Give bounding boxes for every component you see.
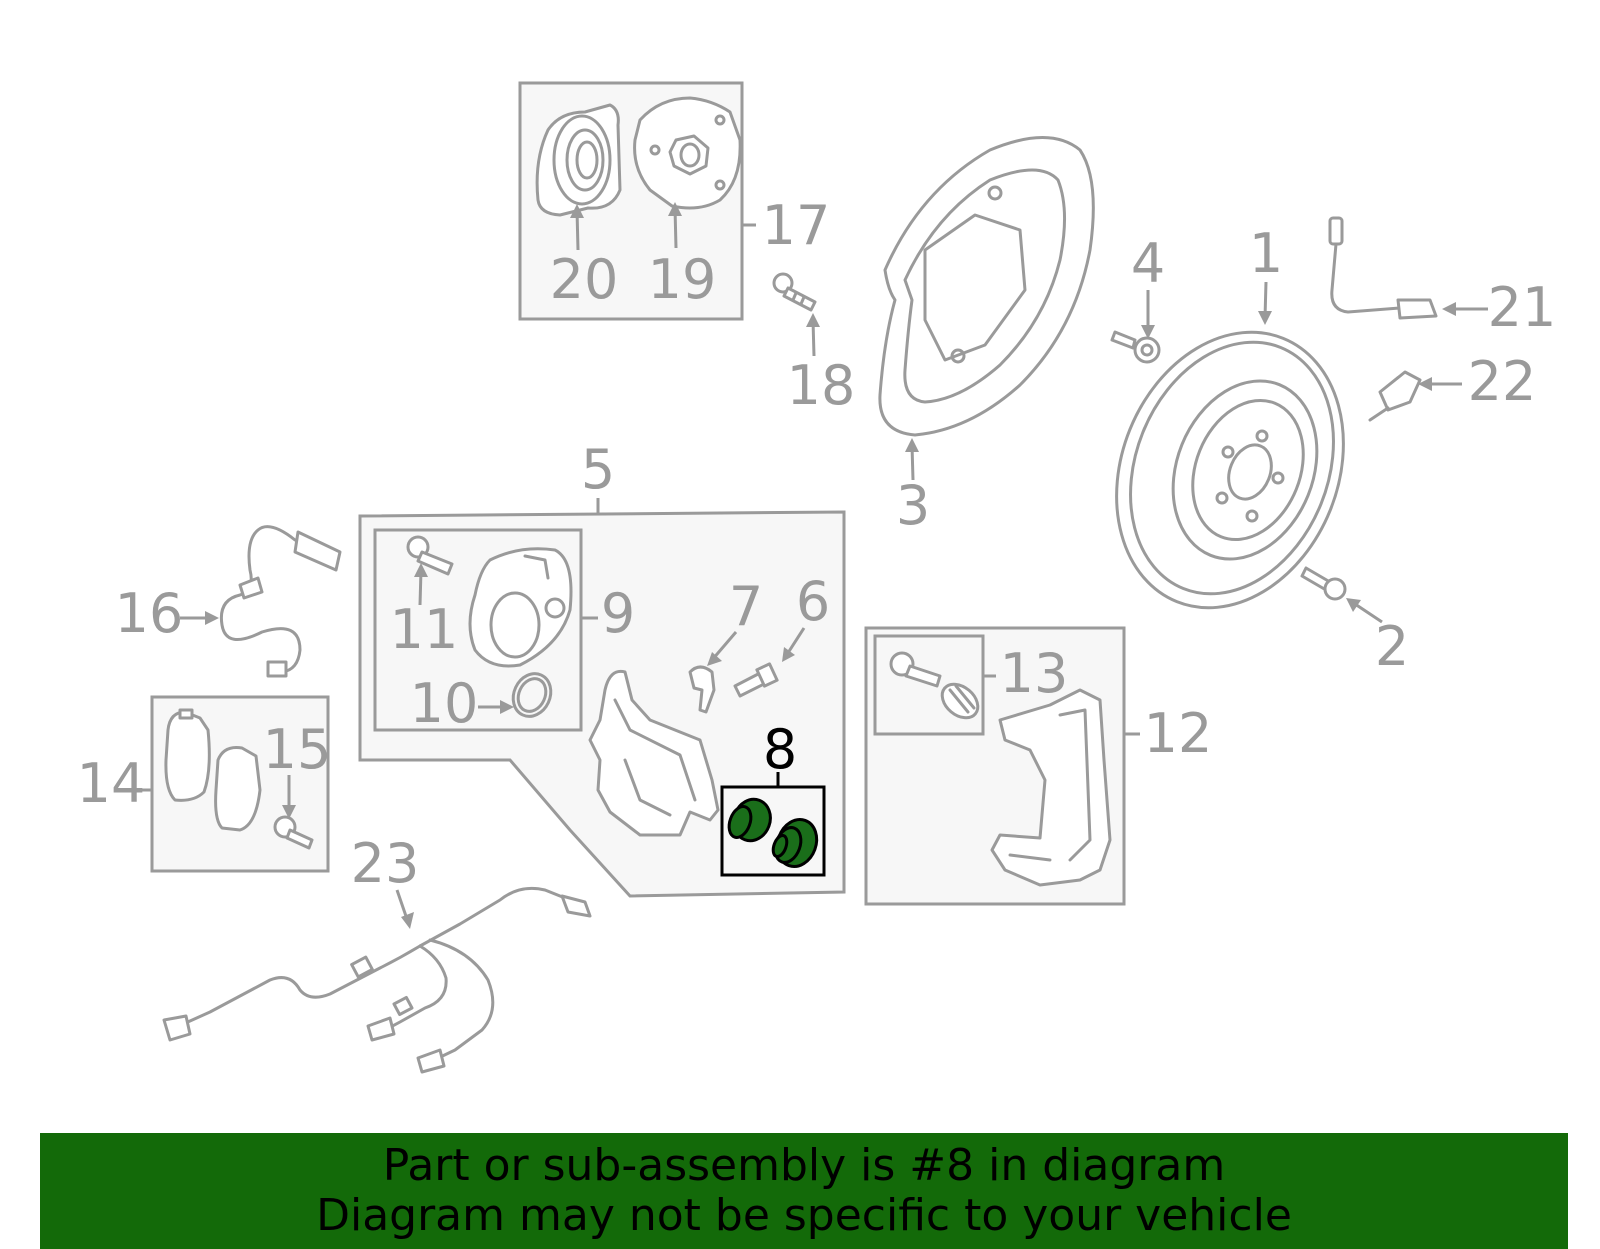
callout-23: 23 bbox=[351, 832, 420, 895]
part-7-clip[interactable] bbox=[688, 665, 716, 714]
callout-9: 9 bbox=[601, 582, 635, 645]
caliper-body[interactable] bbox=[588, 669, 720, 837]
part-16-abs-wire[interactable] bbox=[219, 525, 342, 678]
part-22-sensor-clip[interactable] bbox=[1368, 370, 1422, 422]
callout-18: 18 bbox=[787, 354, 856, 417]
part-15-pad-bolt[interactable] bbox=[273, 815, 314, 850]
part-11-bolt[interactable] bbox=[406, 535, 454, 576]
box-9 bbox=[373, 528, 583, 732]
callout-22: 22 bbox=[1468, 350, 1537, 413]
callout-5: 5 bbox=[581, 438, 615, 501]
part-14-pad-outer[interactable] bbox=[164, 708, 211, 802]
part-9-caliper-housing[interactable] bbox=[468, 547, 573, 668]
part-13-guide-pin[interactable] bbox=[889, 651, 942, 688]
callout-15: 15 bbox=[263, 718, 332, 781]
group-14-brake-pads bbox=[140, 695, 330, 873]
part-18-bolt[interactable] bbox=[772, 272, 817, 312]
callout-labels: 1 2 3 4 5 6 7 8 9 10 11 12 13 14 15 16 1… bbox=[77, 194, 1557, 895]
callout-12: 12 bbox=[1144, 702, 1213, 765]
callout-20: 20 bbox=[550, 248, 619, 311]
banner-line-2: Diagram may not be specific to your vehi… bbox=[316, 1190, 1292, 1241]
box-8-highlight bbox=[720, 785, 826, 877]
callout-21: 21 bbox=[1488, 276, 1557, 339]
callout-3: 3 bbox=[896, 474, 930, 537]
part-2-rotor-screw[interactable] bbox=[1300, 566, 1347, 601]
callout-13: 13 bbox=[1000, 642, 1069, 705]
callout-14: 14 bbox=[77, 752, 146, 815]
info-banner: Part or sub-assembly is #8 in diagram Di… bbox=[40, 1133, 1568, 1249]
part-12-caliper-bracket[interactable] bbox=[990, 688, 1112, 887]
callout-1: 1 bbox=[1249, 222, 1283, 285]
callout-8: 8 bbox=[763, 718, 797, 781]
part-21-wear-sensor[interactable] bbox=[1328, 216, 1438, 320]
group-5-caliper-assembly bbox=[358, 498, 846, 898]
part-14-pad-inner[interactable] bbox=[214, 746, 262, 832]
part-13-boot[interactable] bbox=[936, 677, 985, 724]
callout-16: 16 bbox=[115, 582, 184, 645]
callout-2: 2 bbox=[1375, 615, 1409, 678]
callout-6: 6 bbox=[796, 570, 830, 633]
callout-11: 11 bbox=[390, 598, 459, 661]
part-6-bleeder-valve[interactable] bbox=[733, 662, 779, 698]
callout-19: 19 bbox=[648, 248, 717, 311]
callout-10: 10 bbox=[410, 672, 479, 735]
part-10-o-ring[interactable] bbox=[506, 667, 557, 722]
box-13 bbox=[873, 634, 985, 736]
group-17-hub-bearing bbox=[518, 81, 756, 321]
part-19-wheel-hub[interactable] bbox=[633, 96, 742, 210]
part-1-brake-rotor[interactable] bbox=[1077, 298, 1384, 642]
part-20-wheel-bearing[interactable] bbox=[535, 103, 622, 217]
part-3-splash-shield[interactable] bbox=[878, 136, 1095, 437]
banner-line-1: Part or sub-assembly is #8 in diagram bbox=[382, 1140, 1226, 1191]
callout-7: 7 bbox=[729, 575, 763, 638]
callout-4: 4 bbox=[1131, 232, 1165, 295]
part-4-bolt[interactable] bbox=[1110, 330, 1161, 364]
part-23-wiring-harness[interactable] bbox=[162, 886, 592, 1074]
part-8-piston-seal-kit[interactable] bbox=[725, 794, 823, 872]
group-12-caliper-bracket bbox=[864, 626, 1140, 906]
callout-17: 17 bbox=[762, 194, 831, 257]
